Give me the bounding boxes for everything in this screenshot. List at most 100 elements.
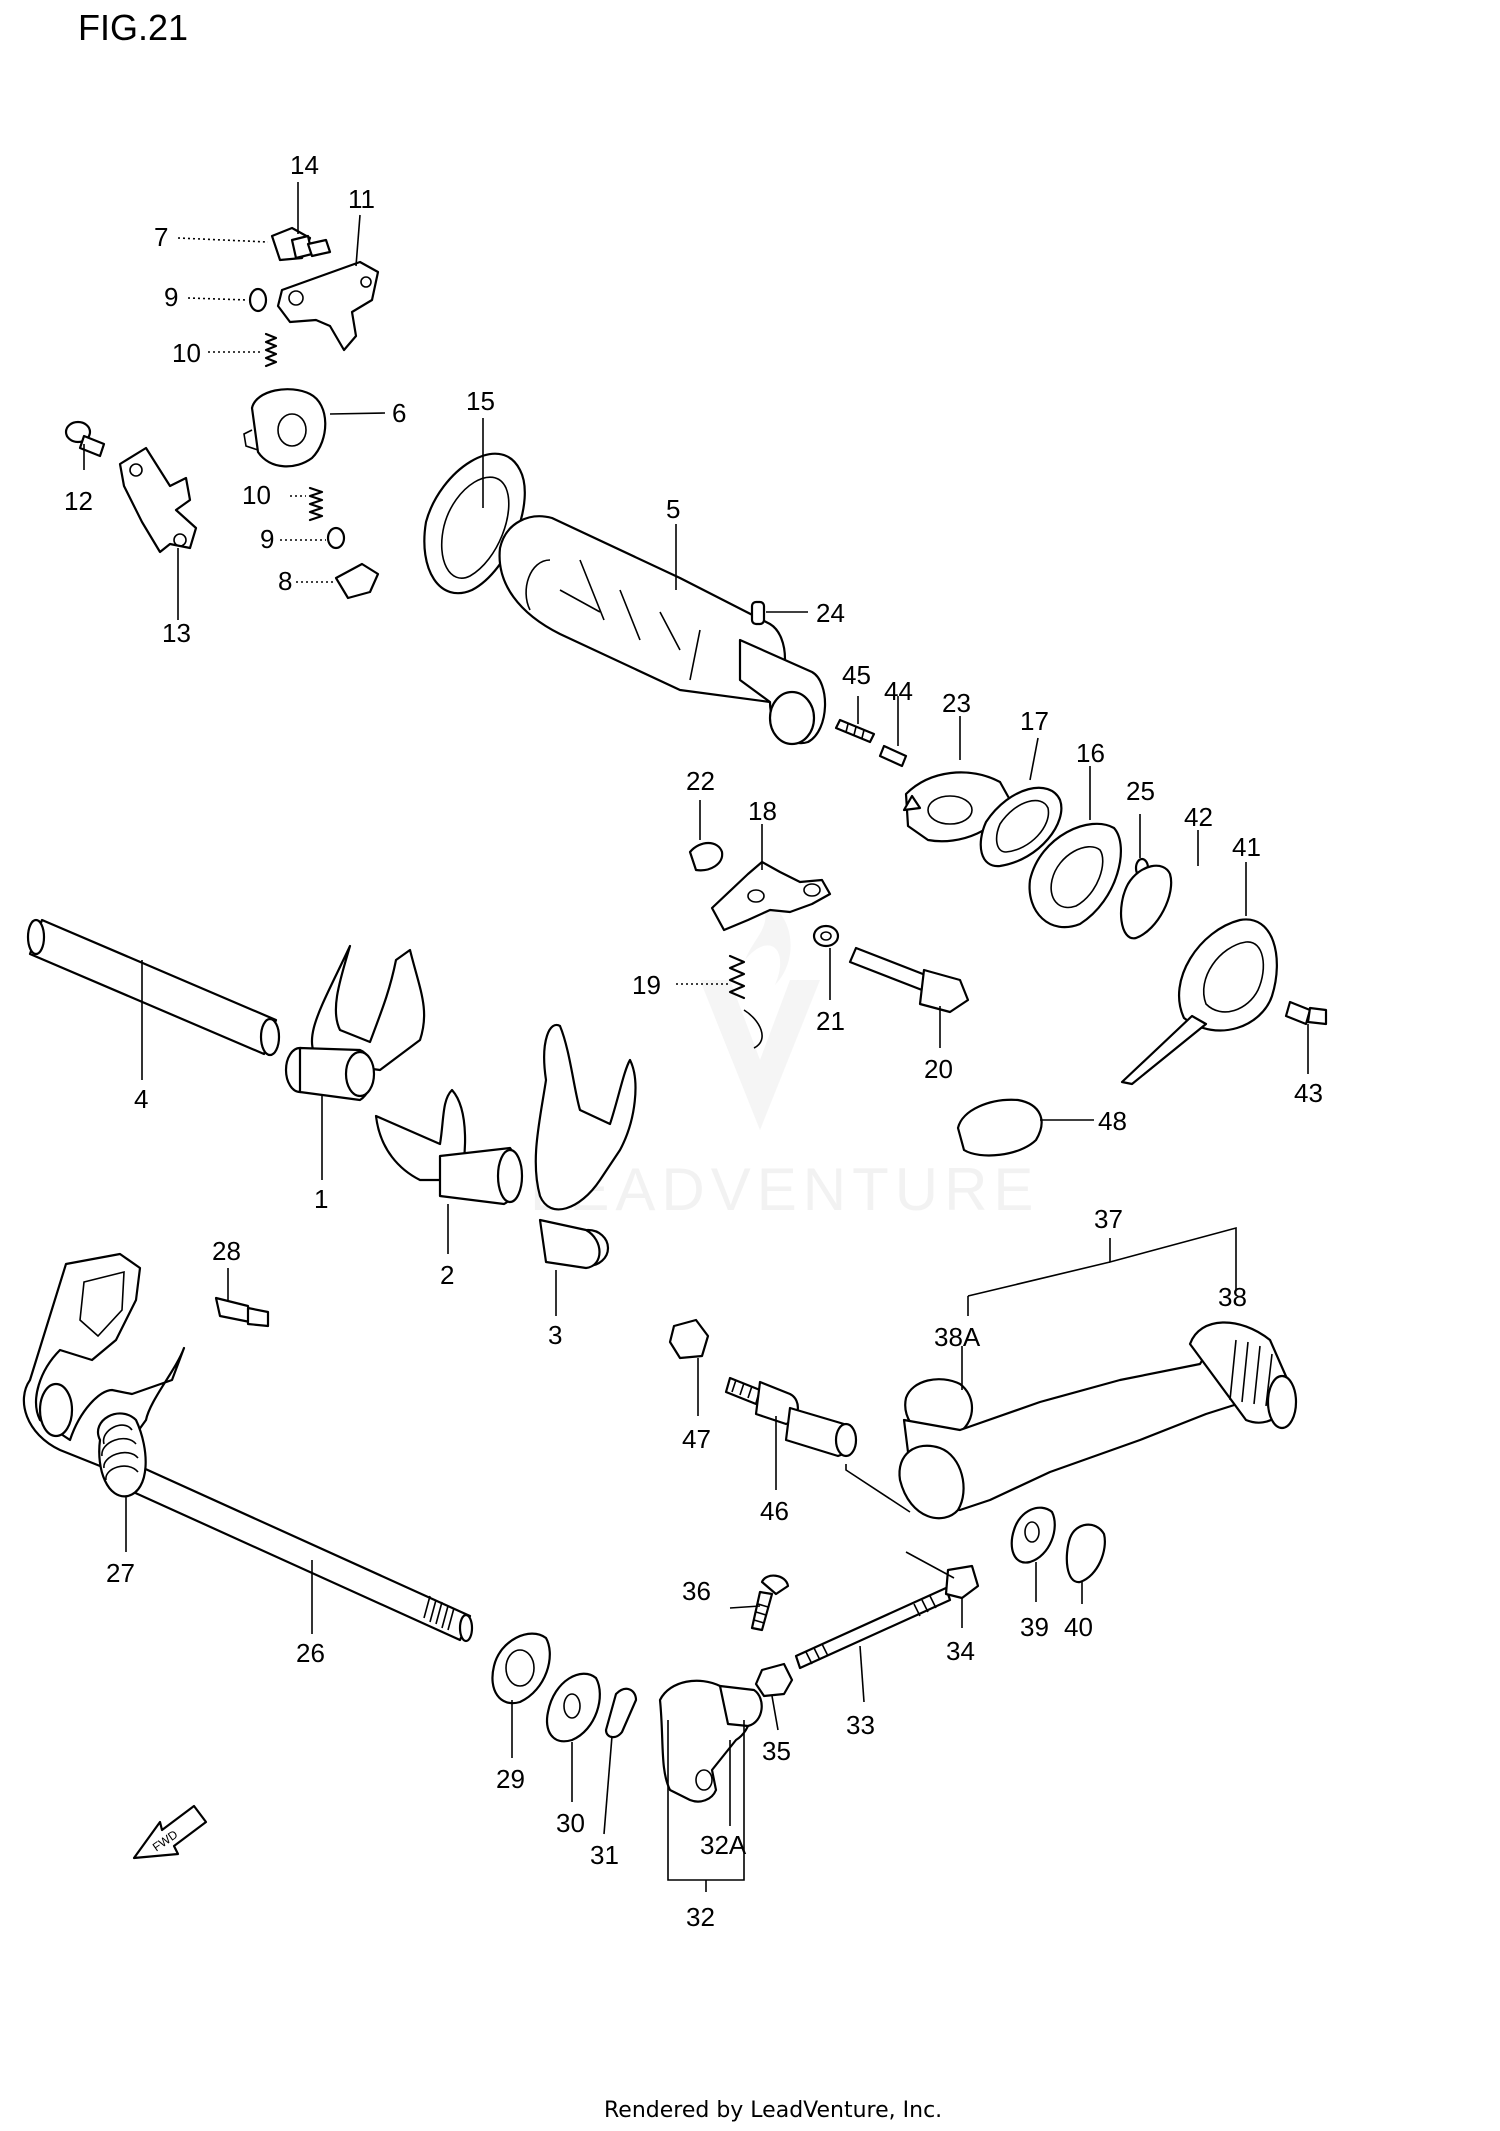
callout-40: 40 (1064, 1612, 1093, 1642)
callout-38: 38 (1218, 1282, 1247, 1312)
figure-title: FIG.21 (78, 7, 188, 48)
callout-24: 24 (816, 598, 845, 628)
callout-23: 23 (942, 688, 971, 718)
callout-11: 11 (348, 184, 375, 214)
part-40-circlip (1065, 1523, 1106, 1584)
part-35-nut (754, 1662, 794, 1698)
part-26-gearshift-shaft (118, 1460, 474, 1643)
callout-10: 10 (172, 338, 201, 368)
callout-14: 14 (290, 150, 319, 180)
part-17-ring (979, 786, 1063, 868)
callout-22: 22 (686, 766, 715, 796)
callout-37: 37 (1094, 1204, 1123, 1234)
callout-12: 12 (64, 486, 93, 516)
callout-1: 1 (314, 1184, 328, 1214)
part-1-shift-fork (284, 944, 426, 1102)
callout-16: 16 (1076, 738, 1105, 768)
part-13-plate (118, 446, 198, 554)
part-9-pin-lower (326, 526, 346, 550)
callout-41: 41 (1232, 832, 1261, 862)
part-22-clip (688, 841, 724, 872)
part-26-gearshift-arm (22, 1252, 186, 1472)
part-10-spring-upper (264, 332, 278, 368)
callout-17: 17 (1020, 706, 1049, 736)
callout-26: 26 (296, 1638, 325, 1668)
callout-labels: 7 14 11 9 10 6 12 13 10 9 8 15 5 24 45 4… (64, 150, 1323, 1932)
callout-48: 48 (1098, 1106, 1127, 1136)
part-11-plate (276, 260, 380, 352)
part-21-washer (812, 924, 840, 948)
part-32-gearshift-lever (658, 1679, 763, 1803)
callout-42: 42 (1184, 802, 1213, 832)
callout-32: 32 (686, 1902, 715, 1932)
part-14-bolt (290, 234, 332, 260)
part-39-washer (1010, 1506, 1056, 1564)
callout-7: 7 (154, 222, 168, 252)
part-38-gearshift-pedal (898, 1321, 1298, 1520)
part-45-screw (834, 718, 876, 744)
part-12-screw (64, 420, 106, 458)
part-31-circlip (604, 1687, 638, 1739)
callout-5: 5 (666, 494, 680, 524)
callout-46: 46 (760, 1496, 789, 1526)
part-34-nut (944, 1564, 980, 1600)
part-3-shift-fork (534, 1023, 637, 1270)
part-8-clip (334, 562, 380, 600)
callout-34: 34 (946, 1636, 975, 1666)
callout-35: 35 (762, 1736, 791, 1766)
callout-9: 9 (164, 282, 178, 312)
leader-lines (83, 182, 1309, 1892)
callout-47: 47 (682, 1424, 711, 1454)
callout-32A: 32A (700, 1830, 747, 1860)
callout-30: 30 (556, 1808, 585, 1838)
callout-33: 33 (846, 1710, 875, 1740)
part-20-bolt (848, 946, 970, 1014)
part-4-fork-shaft (26, 918, 281, 1057)
part-19-spring (728, 954, 763, 1049)
callout-18: 18 (748, 796, 777, 826)
callout-27: 27 (106, 1558, 135, 1588)
part-6-cam-stopper (243, 388, 327, 468)
part-44-pin (878, 744, 908, 768)
callout-2: 2 (440, 1260, 454, 1290)
callout-15: 15 (466, 386, 495, 416)
fwd-arrow-icon: FWD (132, 1804, 208, 1860)
part-5-cam-drum (498, 515, 827, 746)
callout-38A: 38A (934, 1322, 981, 1352)
part-41-cover (1120, 918, 1278, 1086)
callout-36: 36 (682, 1576, 711, 1606)
callout-44: 44 (884, 676, 913, 706)
part-30-washer (545, 1672, 601, 1743)
part-29-oil-seal (491, 1632, 551, 1705)
callout-29: 29 (496, 1764, 525, 1794)
callout-9b: 9 (260, 524, 274, 554)
part-33-gearshift-link-rod (794, 1586, 952, 1670)
callout-43: 43 (1294, 1078, 1323, 1108)
part-10-spring-lower (308, 486, 324, 522)
callout-45: 45 (842, 660, 871, 690)
part-16-bearing (1028, 822, 1122, 929)
callout-6: 6 (392, 398, 406, 428)
part-24-pin (750, 600, 766, 626)
callout-25: 25 (1126, 776, 1155, 806)
callout-13: 13 (162, 618, 191, 648)
watermark-logo: LEADVENTURE (530, 900, 1039, 1223)
part-9-pin-upper (248, 287, 268, 313)
part-46-pivot-bolt (724, 1376, 858, 1458)
callout-21: 21 (816, 1006, 845, 1036)
part-27-return-spring (96, 1412, 147, 1498)
part-47-nut (668, 1318, 710, 1360)
footer-credit: Rendered by LeadVenture, Inc. (604, 2098, 942, 2123)
callout-20: 20 (924, 1054, 953, 1084)
watermark-text: LEADVENTURE (530, 1156, 1039, 1223)
part-43-bolt (1284, 1000, 1328, 1026)
callout-39: 39 (1020, 1612, 1049, 1642)
callout-4: 4 (134, 1084, 148, 1114)
part-42-circlip (1120, 864, 1173, 940)
callout-31: 31 (590, 1840, 619, 1870)
part-48-plug (956, 1098, 1043, 1157)
callout-28: 28 (212, 1236, 241, 1266)
callout-10b: 10 (242, 480, 271, 510)
part-36-bolt (750, 1574, 790, 1632)
